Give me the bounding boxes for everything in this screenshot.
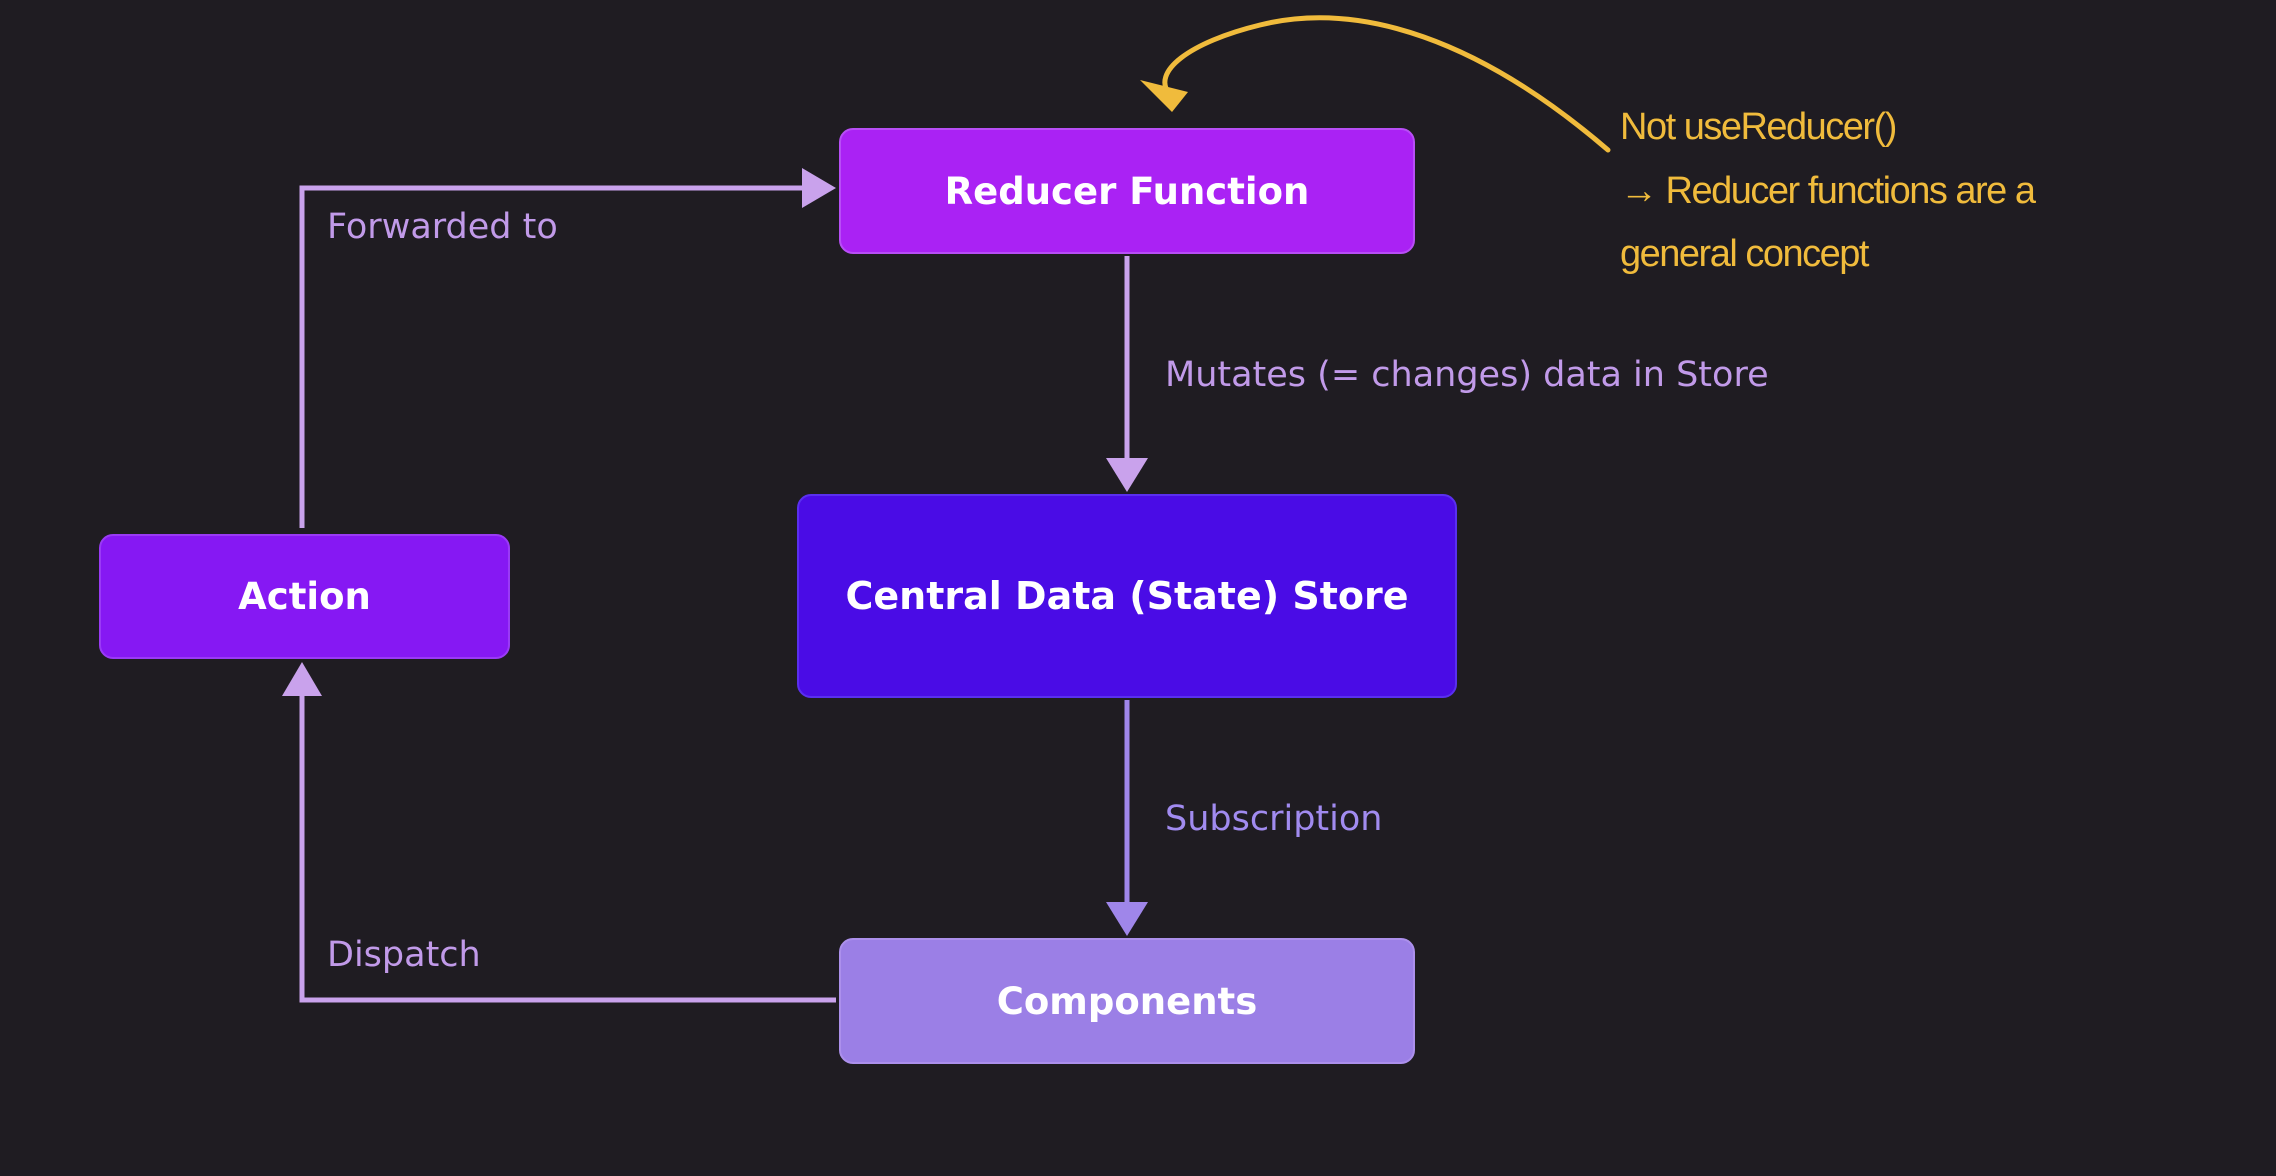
arrowhead-action <box>282 662 322 696</box>
note-line-3: general concept <box>1620 233 1869 275</box>
subscription-label: Subscription <box>1165 799 1383 839</box>
note-line-2: → Reducer functions are a <box>1620 170 2036 212</box>
mutates-label: Mutates (= changes) data in Store <box>1165 355 1769 395</box>
reducer-function-box: Reducer Function <box>839 128 1415 254</box>
arrowhead-store <box>1106 458 1148 492</box>
components-box: Components <box>839 938 1415 1064</box>
dispatch-label: Dispatch <box>327 935 481 975</box>
central-store-label: Central Data (State) Store <box>845 574 1409 618</box>
forwarded-to-label: Forwarded to <box>327 207 558 247</box>
reducer-function-label: Reducer Function <box>944 169 1310 213</box>
arrow-components-to-action <box>299 690 836 1003</box>
arrow-action-to-reducer <box>299 185 808 528</box>
components-label: Components <box>996 979 1258 1023</box>
action-box: Action <box>99 534 510 659</box>
central-store-box: Central Data (State) Store <box>797 494 1457 698</box>
note-line-1: Not useReducer() <box>1620 106 1897 148</box>
annotation-arrow <box>1162 15 1611 153</box>
annotation-arrowhead <box>1140 80 1188 112</box>
arrowhead-reducer <box>802 168 836 208</box>
action-label: Action <box>238 575 371 618</box>
arrowhead-components <box>1106 902 1148 936</box>
